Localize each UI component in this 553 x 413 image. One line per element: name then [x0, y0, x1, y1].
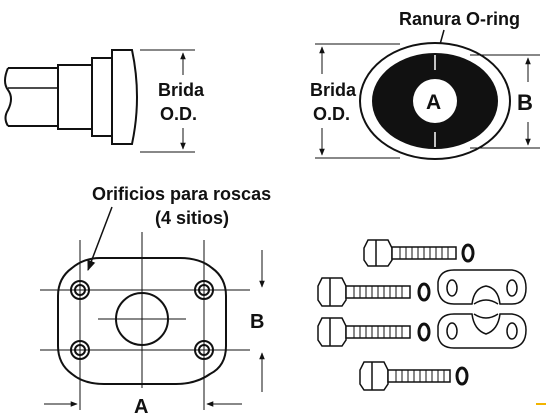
flange-side-view [4, 49, 138, 145]
dim-b-right-label: B [517, 90, 533, 115]
dim-a-bottom-label: A [134, 396, 148, 413]
brida-left-label: Brida [158, 80, 205, 100]
oring-front-view [359, 42, 511, 160]
ranura-oring-label: Ranura O-ring [399, 9, 520, 29]
bolt-kit [317, 239, 527, 391]
dim-b-bottom-label: B [250, 311, 264, 333]
brida-right-label: Brida [310, 80, 357, 100]
od-right-label: O.D. [313, 104, 350, 124]
orificios-label: Orificios para roscas [92, 184, 271, 204]
brida-right-dimension [315, 43, 400, 159]
od-left-label: O.D. [160, 104, 197, 124]
b-right-dimension [470, 54, 540, 149]
flange-centerlines [40, 232, 250, 410]
dim-a-circle-label: A [426, 91, 441, 114]
orificios-leader [87, 206, 113, 271]
brida-left-dimension [140, 49, 195, 153]
sitios-label: (4 sitios) [155, 208, 229, 228]
